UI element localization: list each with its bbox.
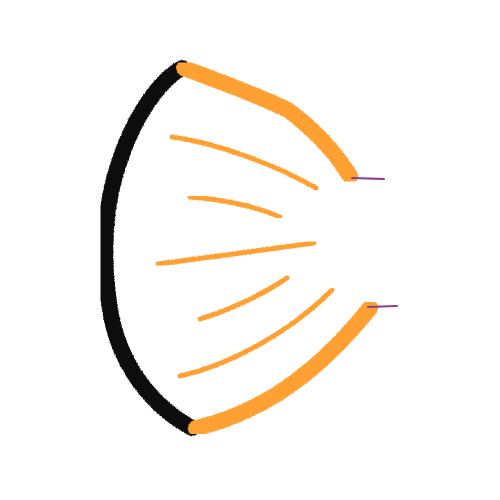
orange-ray-3 bbox=[155, 240, 317, 267]
orange-ray-1 bbox=[169, 134, 319, 191]
purple-tail-top bbox=[351, 177, 385, 180]
black-arc-stroke bbox=[97, 60, 200, 436]
orange-ray-5 bbox=[177, 287, 335, 379]
orange-ray-2 bbox=[187, 194, 283, 220]
top-orange-edge-stroke bbox=[176, 60, 358, 184]
purple-tail-bottom bbox=[367, 305, 398, 308]
orange-ray-4 bbox=[197, 275, 290, 322]
bottom-orange-edge-stroke bbox=[188, 300, 378, 436]
